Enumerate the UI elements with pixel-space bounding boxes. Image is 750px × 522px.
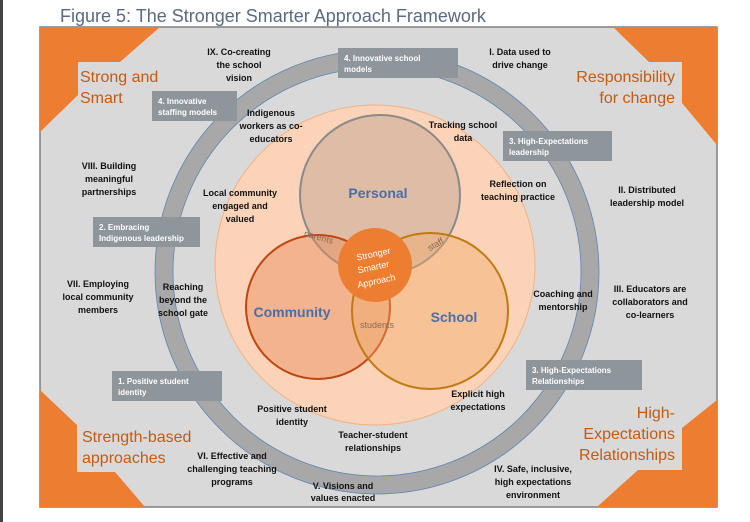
box-innovative-staffing: 4. Innovative staffing models [152, 91, 237, 121]
label-positive: Positive student [257, 404, 327, 414]
label-indigenous-workers: workers as co- [238, 121, 302, 131]
svg-text:4. Innovative school: 4. Innovative school [344, 54, 420, 63]
label-explicit: expectations [450, 402, 505, 412]
label-vi: VI. Effective and [197, 451, 267, 461]
corner-top-right [613, 27, 717, 145]
label-coaching: mentorship [538, 302, 588, 312]
svg-text:3. High-Expectations: 3. High-Expectations [532, 366, 612, 375]
svg-text:3. High-Expectations: 3. High-Expectations [509, 137, 589, 146]
label-local-community: valued [226, 214, 255, 224]
venn-community: Community [254, 304, 331, 320]
svg-text:Indigenous leadership: Indigenous leadership [99, 234, 184, 243]
label-vi: challenging teaching [187, 464, 277, 474]
svg-text:staffing models: staffing models [158, 108, 218, 117]
corner-title: approaches [82, 450, 166, 467]
label-ii: leadership model [610, 198, 684, 208]
label-teacher-student: Teacher-student [338, 430, 407, 440]
corner-title: for change [599, 90, 675, 107]
label-viii: meaningful [85, 174, 133, 184]
label-tracking: Tracking school [429, 120, 498, 130]
corner-title: Smart [80, 90, 123, 107]
corner-title: Expectations [583, 426, 675, 443]
box-indigenous-leadership: 2. Embracing Indigenous leadership [93, 217, 200, 247]
figure-title: Figure 5: The Stronger Smarter Approach … [60, 6, 487, 26]
label-explicit: Explicit high [451, 389, 505, 399]
label-ix: the school [216, 60, 261, 70]
label-iii: collaborators and [612, 297, 688, 307]
label-i: drive change [492, 60, 548, 70]
label-tracking: data [454, 133, 474, 143]
label-reflection: Reflection on [489, 179, 546, 189]
label-iii: co-learners [626, 310, 675, 320]
label-iv: IV. Safe, inclusive, [494, 464, 572, 474]
label-vii: members [78, 305, 118, 315]
label-coaching: Coaching and [533, 289, 593, 299]
box-innovative-school: 4. Innovative school models [338, 48, 458, 78]
label-indigenous-workers: educators [249, 134, 292, 144]
svg-text:2. Embracing: 2. Embracing [99, 223, 149, 232]
corner-title: Strong and [80, 69, 158, 86]
box-positive-identity: 1. Positive student identity [112, 371, 222, 401]
label-vii: VII. Employing [67, 279, 129, 289]
corner-title: Strength-based [82, 429, 191, 446]
box-he-relationships: 3. High-Expectations Relationships [526, 360, 642, 390]
label-reaching: beyond the [159, 295, 207, 305]
label-reaching: school gate [158, 308, 208, 318]
svg-text:leadership: leadership [509, 148, 549, 157]
corner-title: High- [637, 405, 675, 422]
label-reaching: Reaching [163, 282, 204, 292]
label-iv: high expectations [495, 477, 572, 487]
venn-school: School [431, 309, 478, 325]
label-teacher-student: relationships [345, 443, 401, 453]
label-viii: VIII. Building [82, 161, 137, 171]
label-vi: programs [211, 477, 253, 487]
corner-top-left [40, 27, 160, 132]
box-he-leadership: 3. High-Expectations leadership [503, 131, 612, 161]
left-edge-bar [0, 0, 3, 522]
label-v: V. Visions and [313, 481, 374, 491]
svg-text:1. Positive student: 1. Positive student [118, 377, 189, 386]
label-indigenous-workers: Indigenous [247, 108, 295, 118]
corner-bottom-right [597, 400, 717, 507]
label-local-community: engaged and [212, 201, 268, 211]
label-positive: identity [276, 417, 308, 427]
venn-personal: Personal [348, 185, 407, 201]
svg-text:Relationships: Relationships [532, 377, 585, 386]
label-local-community: Local community [203, 188, 277, 198]
label-ix: vision [226, 73, 252, 83]
corner-title: Responsibility [576, 69, 675, 86]
label-v: values enacted [311, 493, 376, 503]
label-iii: III. Educators are [614, 284, 687, 294]
label-reflection: teaching practice [481, 192, 555, 202]
corner-bottom-left [40, 390, 145, 507]
label-ix: IX. Co-creating [207, 47, 271, 57]
label-ii: II. Distributed [618, 185, 676, 195]
label-vii: local community [62, 292, 133, 302]
label-i: I. Data used to [489, 47, 551, 57]
venn-students: students [360, 320, 395, 330]
core-circle [338, 228, 412, 302]
svg-text:identity: identity [118, 388, 147, 397]
label-iv: environment [506, 490, 560, 500]
label-viii: partnerships [82, 187, 137, 197]
svg-text:models: models [344, 65, 373, 74]
corner-title: Relationships [579, 447, 675, 464]
svg-text:4. Innovative: 4. Innovative [158, 97, 207, 106]
